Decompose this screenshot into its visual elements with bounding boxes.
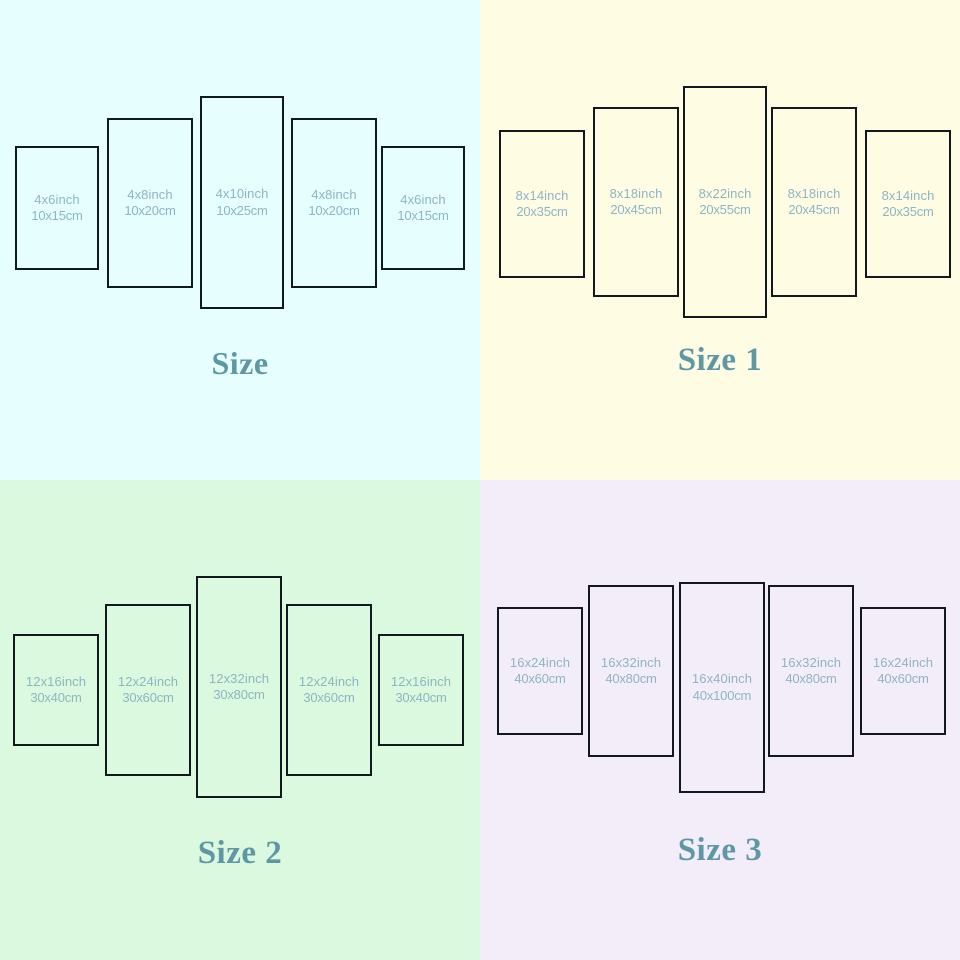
panel-size-inches: 4x8inch [127,186,173,202]
panel-size-inches: 8x22inch [698,185,752,201]
panel-size-inches: 12x24inch [298,673,360,689]
panel-size-inches: 12x24inch [117,673,179,689]
panel-size-centimeters: 20x35cm [516,204,568,219]
panel-size-centimeters: 30x40cm [395,690,447,705]
panel-size-inches: 16x32inch [780,654,842,670]
panel-size-centimeters: 10x20cm [308,203,360,218]
panel-size-centimeters: 40x80cm [605,671,657,686]
panel-size-inches: 8x18inch [609,185,663,201]
panel-size-centimeters: 10x25cm [216,202,268,218]
panel-size-inches: 8x14inch [881,187,935,203]
panel-size-centimeters: 40x60cm [514,671,566,686]
panel-size-inches: 4x6inch [34,191,80,207]
panel-size-centimeters: 20x45cm [610,202,662,217]
panel-size-centimeters: 30x60cm [303,690,355,705]
panel-size-centimeters: 10x15cm [31,208,83,223]
size-variant-title: Size 3 [677,832,763,868]
panel-size-centimeters: 30x40cm [30,690,82,705]
panel-size-inches: 16x32inch [600,654,662,670]
size-variant-title: Size 1 [677,342,763,378]
panel-size-centimeters: 30x60cm [122,690,174,705]
size-variant-title: Size 2 [197,835,283,871]
panel-size-centimeters: 40x80cm [785,671,837,686]
size-variant-title: Size [211,345,269,381]
panel-size-inches: 8x14inch [515,187,569,203]
panel-size-inches: 12x16inch [25,673,87,689]
panel-size-inches: 12x32inch [208,670,270,686]
panel-size-centimeters: 20x45cm [788,202,840,217]
panel-size-inches: 16x24inch [872,654,934,670]
panel-size-inches: 12x16inch [390,673,452,689]
panel-size-inches: 4x8inch [311,186,357,202]
panel-size-inches: 16x40inch [691,671,753,687]
panel-size-inches: 4x6inch [400,191,446,207]
panel-size-centimeters: 10x15cm [397,208,449,223]
panel-size-inches: 8x18inch [787,185,841,201]
panel-size-inches: 16x24inch [509,654,571,670]
panel-size-inches: 4x10inch [215,186,269,202]
panel-size-centimeters: 20x55cm [699,202,751,217]
panel-size-centimeters: 30x80cm [213,687,265,702]
panel-size-centimeters: 40x100cm [692,687,752,703]
panel-size-centimeters: 10x20cm [124,203,176,218]
panel-size-centimeters: 40x60cm [877,671,929,686]
panel-size-centimeters: 20x35cm [882,204,934,219]
